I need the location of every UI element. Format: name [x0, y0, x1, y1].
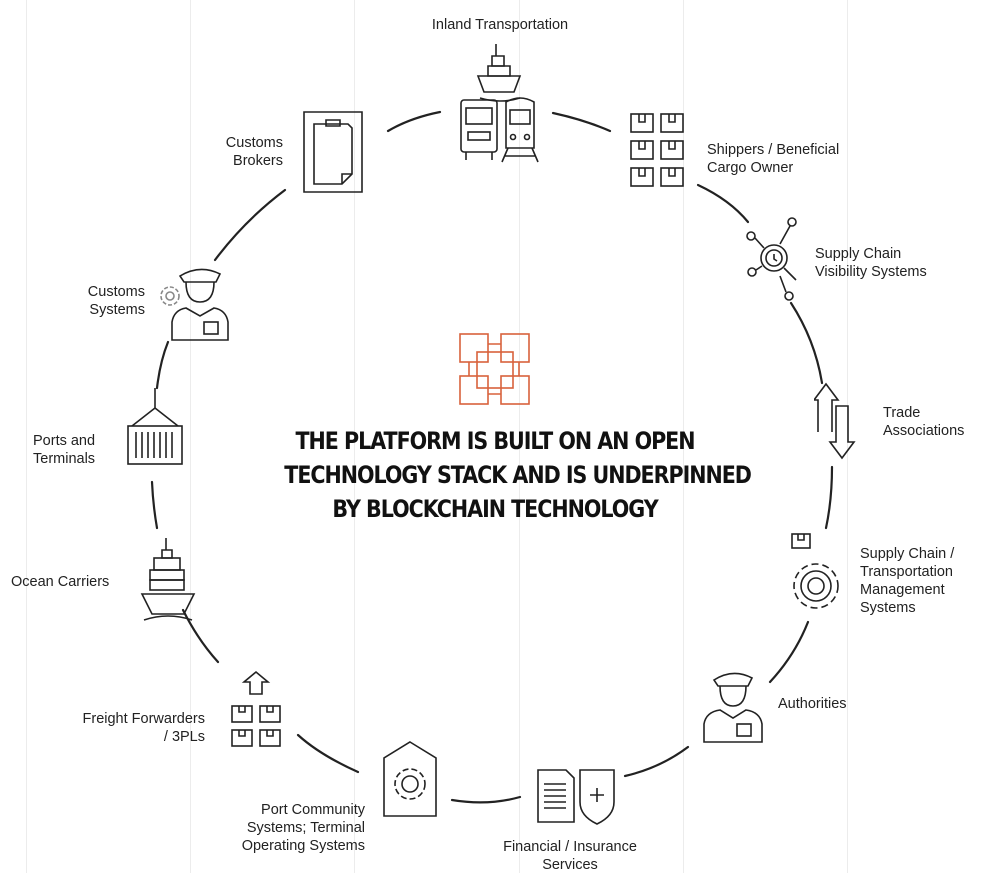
label-text: Terminals	[33, 451, 96, 467]
label-customs-brokers: Customs Brokers	[183, 134, 283, 170]
label-text: Ports and	[33, 433, 96, 449]
officer-gear-icon	[160, 268, 229, 341]
label-text: Transportation	[860, 564, 953, 580]
clipboard-icon	[303, 111, 363, 193]
headline-line: TECHNOLOGY STACK AND IS UNDERPINNED	[284, 461, 752, 489]
packages-arrow-icon	[231, 670, 281, 747]
label-text: Authorities	[778, 696, 847, 712]
guide-line	[190, 0, 191, 873]
label-text: Systems; Terminal	[246, 820, 365, 836]
label-shippers: Shippers / Beneficial Cargo Owner	[707, 141, 839, 177]
headline-line: THE PLATFORM IS BUILT ON AN OPEN	[295, 427, 695, 455]
label-authorities: Authorities	[778, 695, 847, 713]
label-tms: Supply Chain / Transportation Management…	[860, 545, 954, 617]
up-down-arrows-icon	[814, 382, 856, 460]
label-text: Supply Chain /	[860, 546, 955, 562]
label-text: Customs	[87, 284, 145, 300]
label-text: Visibility Systems	[815, 264, 927, 280]
label-customs-systems: Customs Systems	[60, 283, 145, 319]
label-text: Customs	[225, 135, 283, 151]
label-text: Inland Transportation	[431, 17, 569, 33]
label-text: Operating Systems	[241, 838, 365, 854]
label-port-community: Port Community Systems; Terminal Operati…	[200, 801, 365, 855]
gear-package-icon	[791, 533, 839, 609]
label-text: Trade	[883, 405, 921, 421]
label-text: / 3PLs	[163, 729, 205, 745]
label-text: Freight Forwarders	[82, 711, 205, 727]
label-text: Port Community	[261, 802, 365, 818]
gear-tag-icon	[383, 741, 437, 817]
guide-line	[519, 0, 520, 873]
label-text: Systems	[860, 600, 916, 616]
headline: THE PLATFORM IS BUILT ON AN OPEN TECHNOL…	[284, 424, 752, 526]
document-shield-icon	[537, 769, 615, 825]
label-text: Cargo Owner	[707, 160, 794, 176]
label-text: Supply Chain	[815, 246, 902, 262]
label-text: Shippers / Beneficial	[707, 142, 840, 158]
headline-line: BY BLOCKCHAIN TECHNOLOGY	[332, 495, 658, 523]
label-text: Systems	[89, 302, 145, 318]
crane-container-icon	[127, 388, 183, 465]
label-inland-transportation: Inland Transportation	[400, 16, 600, 34]
officer-icon	[703, 672, 763, 743]
ship-bus-train-icon	[460, 44, 539, 163]
guide-line	[683, 0, 684, 873]
label-ocean-carriers: Ocean Carriers	[11, 573, 109, 591]
label-visibility-systems: Supply Chain Visibility Systems	[815, 245, 927, 281]
label-ports-terminals: Ports and Terminals	[33, 432, 95, 468]
label-text: Brokers	[233, 153, 283, 169]
label-freight-forwarders: Freight Forwarders / 3PLs	[40, 710, 205, 746]
label-text: Services	[542, 857, 598, 873]
label-text: Management	[860, 582, 945, 598]
label-financial-services: Financial / Insurance Services	[470, 838, 670, 874]
label-text: Ocean Carriers	[11, 574, 110, 590]
guide-line	[354, 0, 355, 873]
package-grid-icon	[630, 113, 684, 187]
magnifier-network-icon	[746, 217, 797, 301]
label-text: Financial / Insurance	[503, 839, 637, 855]
cargo-ship-icon	[140, 538, 196, 621]
label-text: Associations	[883, 423, 965, 439]
label-trade-associations: Trade Associations	[883, 404, 964, 440]
guide-line	[26, 0, 27, 873]
blockchain-logo-icon	[459, 333, 530, 405]
